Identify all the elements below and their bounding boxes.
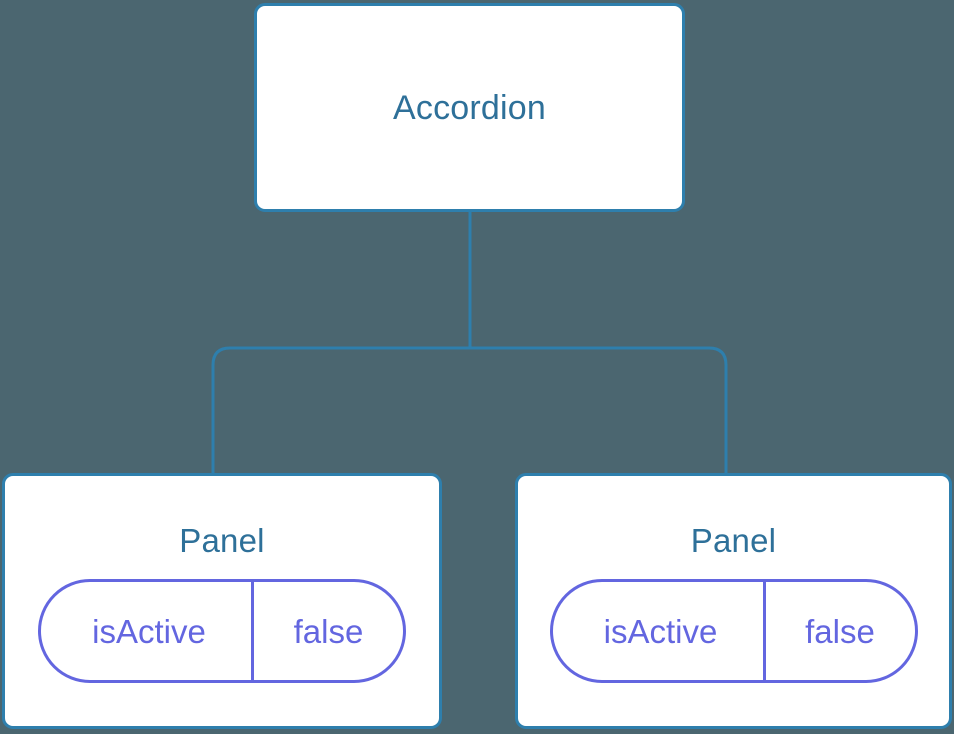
prop-value-label: false <box>251 582 403 680</box>
edge-root-to-panel-left <box>211 346 470 476</box>
prop-key-label: isActive <box>92 612 206 650</box>
node-panel-right-title: Panel <box>690 522 777 559</box>
node-accordion-title: Accordion <box>393 88 546 127</box>
prop-badge-isactive-left[interactable]: isActive false <box>38 579 406 683</box>
node-panel-left-title: Panel <box>179 522 265 559</box>
node-panel-left[interactable]: Panel isActive false <box>2 473 442 729</box>
prop-badge-isactive-right[interactable]: isActive false <box>549 579 918 683</box>
node-accordion[interactable]: Accordion <box>254 3 685 212</box>
node-panel-right[interactable]: Panel isActive false <box>515 473 952 729</box>
prop-key-label: isActive <box>603 612 718 650</box>
prop-value-label: false <box>762 582 915 680</box>
edge-root-to-panel-right <box>470 346 728 476</box>
